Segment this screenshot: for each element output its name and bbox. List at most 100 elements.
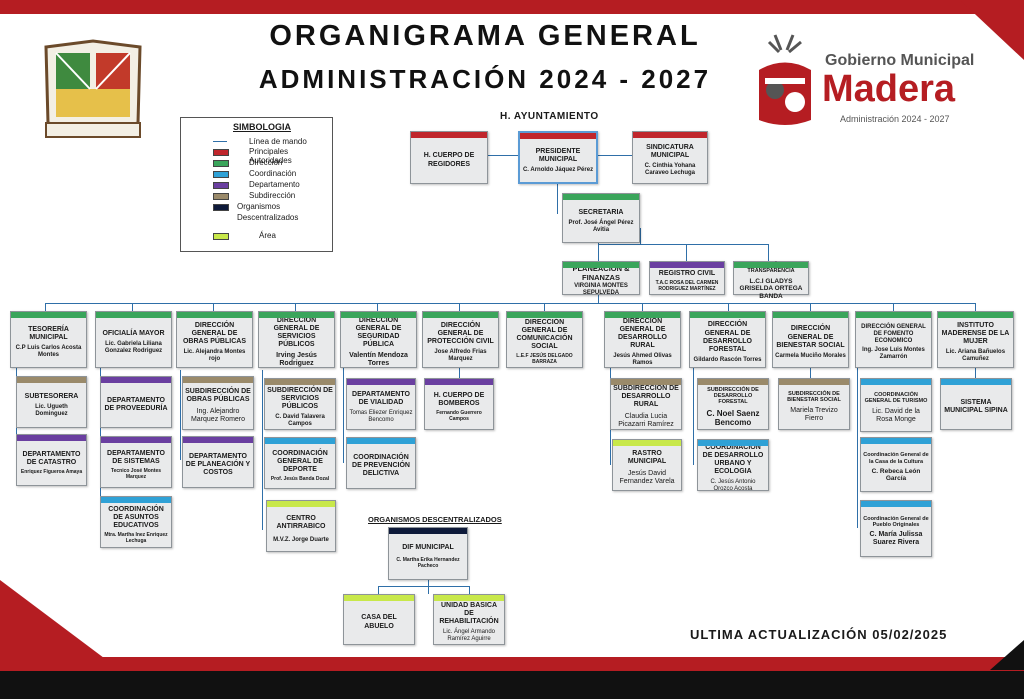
area-box: CENTRO ANTIRRABICO M.V.Z. Jorge Duarte — [266, 500, 336, 552]
box-title: H. CUERPO DE BOMBEROS — [433, 391, 485, 407]
box-title: COORDINACIÓN DE PREVENCIÓN DELICTIVA — [352, 453, 410, 478]
box-title: RASTRO MUNICIPAL — [627, 450, 667, 466]
direction-box: DIRECCIÓN GENERAL DE PROTECCIÓN CIVIL Jo… — [422, 311, 499, 368]
direction-box: DIRECCIÓN GENERAL DE COMUNICACIÓN SOCIAL… — [506, 311, 583, 368]
connector-line — [377, 303, 378, 311]
direction-box: DIRECCIÓN GENERAL DE DESARROLLO FORESTAL… — [689, 311, 766, 368]
connector-line — [975, 303, 976, 311]
legend-swatch — [213, 149, 229, 156]
subdireccion-box: SUBDIRECCIÓN DE DESARROLLO FORESTAL C. N… — [697, 378, 769, 430]
direction-box: OFICIALÍA MAYOR Lic. Gabriela Liliana Go… — [95, 311, 172, 368]
box-title: DIRECCIÓN GENERAL DE SEGURIDAD PÚBLICA — [355, 316, 402, 348]
box-title: REGISTRO CIVIL — [658, 269, 716, 277]
box-title: DIRECCIÓN GENERAL DE SERVICIOS PÚBLICOS — [273, 316, 320, 348]
connector-line — [180, 370, 181, 460]
legend-label: Coordinación — [249, 169, 297, 178]
direction-box: DIRECCIÓN GENERAL DE OBRAS PÚBLICAS Lic.… — [176, 311, 253, 368]
connector-line — [975, 368, 976, 378]
box-title: DIRECCIÓN GENERAL DE BIENESTAR SOCIAL — [776, 325, 845, 349]
box-name: C. María Julissa Suarez Rivera — [869, 531, 923, 547]
legend-swatch — [213, 204, 229, 211]
departamento-box: DEPARTAMENTO DE VIALIDAD Tomas Eliezer E… — [346, 378, 416, 430]
town-logo-text: Madera — [822, 68, 956, 110]
bottom-right-black-triangle — [990, 640, 1024, 670]
coordinacion-box: COORDINACION DE DESARROLLO URBANO Y ECOL… — [697, 439, 769, 492]
box-title: SUBDIRECCIÓN DE OBRAS PÚBLICAS — [185, 388, 251, 404]
box-title: COORDINACION DE DESARROLLO URBANO Y ECOL… — [702, 443, 764, 475]
box-name: Lic. Ariana Bañuelos Camuñez — [945, 349, 1006, 363]
box-title: OFICIALÍA MAYOR — [102, 330, 165, 338]
box-name: T.A.C ROSA DEL CARMEN RODRIGUEZ MARTÍNEZ — [655, 279, 719, 292]
legend-label: Línea de mando — [249, 137, 307, 146]
connector-line — [45, 303, 46, 311]
area-box: UNIDAD BASICA DE REHABILITACIÓN Lic. Áng… — [433, 594, 505, 645]
box-name: Jose Alfredo Frias Marquez — [434, 349, 487, 363]
connector-line — [343, 368, 344, 463]
deer-logo-icon — [755, 30, 815, 130]
box-title: Coordinación General de la Casa de la Cu… — [863, 452, 929, 465]
box-title: SUBDIRECCIÓN DE DESARROLLO FORESTAL — [707, 386, 759, 406]
corner-red-triangle — [960, 0, 1024, 60]
box-title: PLANEACIÓN & FINANZAS — [572, 263, 630, 282]
municipal-seal — [38, 35, 148, 140]
subdireccion-box: SUBDIRECCIÓN DE OBRAS PÚBLICAS Ing. Alej… — [182, 376, 254, 430]
connector-line — [132, 303, 133, 311]
box-name: Ing. Alejandro Marquez Romero — [190, 407, 246, 423]
legend-label: Departamento — [249, 180, 300, 189]
bottom-red-bar — [0, 657, 1024, 671]
area-box: RASTRO MUNICIPAL Jesús David Fernandez V… — [612, 439, 682, 491]
legend-swatch-line — [213, 141, 227, 142]
subdireccion-box: SUBDIRECCIÓN DE SERVICIOS PÚBLICOS C. Da… — [264, 378, 336, 430]
box-title: COORDINACIÓN GENERAL DE TURISMO — [864, 392, 928, 405]
connector-line — [295, 303, 296, 311]
box-title: SISTEMA MUNICIPAL SIPINA — [944, 398, 1008, 414]
box-title: DEPARTAMENTO DE CATASTRO — [22, 450, 81, 466]
box-name: Claudia Lucia Picazarri Ramírez — [618, 412, 674, 428]
direction-box: DIRECCIÓN GENERAL DE DESARROLLO RURAL Je… — [604, 311, 681, 368]
box-title: DIRECCIÓN GENERAL DE PROTECCIÓN CIVIL — [427, 322, 494, 346]
bottom-black-bar — [0, 671, 1024, 699]
top-red-bar — [0, 0, 1024, 14]
connector-line — [857, 368, 858, 528]
box-name: C. Jesús Antonio Orozco Acosta — [710, 478, 756, 492]
box-name: C. Rebeca León García — [871, 467, 921, 483]
legend-label: Principales Autoridades — [249, 147, 292, 165]
box-name: Prof. José Ángel Pérez Avitia — [568, 219, 634, 233]
page-title: ORGANIGRAMA GENERAL — [269, 20, 701, 52]
connector-line — [893, 303, 894, 311]
direction-box: TESORERÍA MUNICIPAL C.P Luis Carlos Acos… — [10, 311, 87, 368]
organismos-heading: ORGANISMOS DESCENTRALIZADOS — [368, 515, 502, 524]
coordinacion-box: Coordinación General de Pueblo Originale… — [860, 500, 932, 557]
legend-swatch — [213, 233, 229, 240]
direction-box: DIRECCIÓN GENERAL DE FOMENTO ECONOMICO I… — [855, 311, 932, 368]
secretaria-box: SECRETARIA Prof. José Ángel Pérez Avitia — [562, 193, 640, 243]
box-title: SUBTESORERA — [24, 392, 79, 400]
connector-line — [598, 155, 632, 156]
connector-line — [728, 303, 729, 311]
box-title: DIRECCIÓN GENERAL DE COMUNICACIÓN SOCIAL — [516, 319, 573, 351]
departamento-box: DEPARTAMENTO DE PROVEEDURÍA — [100, 376, 172, 428]
registro-civil-box: REGISTRO CIVIL T.A.C ROSA DEL CARMEN ROD… — [649, 261, 725, 295]
connector-line — [459, 303, 460, 311]
box-title: DEPARTAMENTO DE PLANEACIÓN Y COSTOS — [185, 452, 251, 477]
connector-line — [262, 370, 263, 530]
box-title: COORDINACIÓN GENERAL DE DEPORTE — [272, 449, 328, 473]
box-name: Lic. David de la Rosa Monge — [872, 407, 920, 423]
box-name: C. Noel Saenz Bencomo — [706, 408, 760, 427]
legend-label: Subdirección — [249, 191, 296, 200]
box-name: Prof. Jesús Banda Dozal — [270, 475, 330, 482]
box-title: DEPARTAMENTO DE PROVEEDURÍA — [104, 396, 168, 412]
box-name: M.V.Z. Jorge Duarte — [273, 536, 329, 543]
box-title: UNIDAD BASICA DE REHABILITACIÓN — [439, 602, 499, 626]
departamento-box: DEPARTAMENTO DE SISTEMAS Tecnico José Mo… — [100, 436, 172, 488]
connector-line — [598, 295, 599, 304]
dif-box: DIF MUNICIPAL C. Martha Erika Hernandez … — [388, 527, 468, 580]
box-name: Lic. Gabriela Liliana Gonzalez Rodriguez — [104, 341, 163, 355]
coordinacion-box: COORDINACIÓN DE ASUNTOS EDUCATIVOS Mtra.… — [100, 496, 172, 548]
page-subtitle: ADMINISTRACIÓN 2024 - 2027 — [258, 64, 712, 94]
box-title: TESORERÍA MUNICIPAL — [28, 326, 69, 342]
box-name: Gildardo Rascón Torres — [693, 356, 762, 363]
connector-line — [810, 303, 811, 311]
box-title: INSTITUTO MADERENSE DE LA MUJER — [941, 322, 1010, 346]
coordinacion-box: SISTEMA MUNICIPAL SIPINA — [940, 378, 1012, 430]
